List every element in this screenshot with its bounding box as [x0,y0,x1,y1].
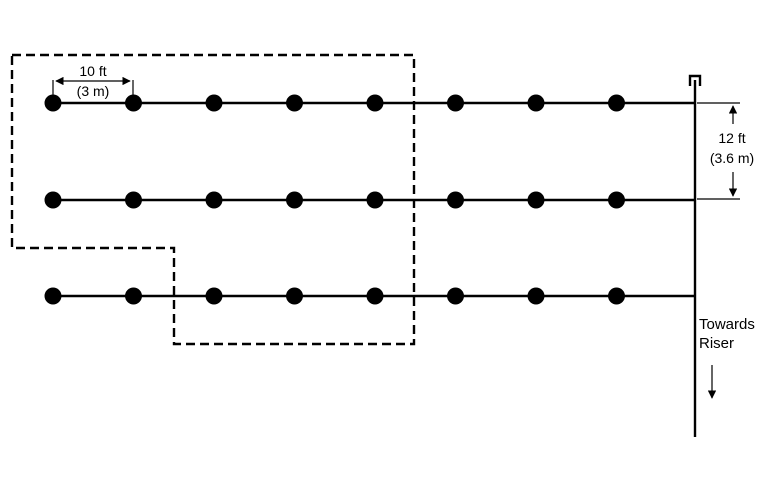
sprinkler-head [125,191,142,209]
sprinkler-head [366,287,384,305]
sprinkler-head [286,191,303,209]
sprinkler-head [447,287,464,305]
sprinkler-head [366,94,384,112]
sprinkler-head [608,191,625,209]
sprinkler-head [44,191,62,209]
sprinkler-head [205,191,223,209]
sprinkler-head [44,287,62,305]
sprinkler-head [527,191,545,209]
sprinkler-head [608,287,625,305]
line-spacing-label-imperial: 12 ft [718,130,745,146]
branch-lines [44,94,695,305]
sprinkler-head [125,287,142,305]
sprinkler-spacing-dimension: 10 ft (3 m) [52,63,134,99]
riser-label-line1: Towards [699,316,755,333]
spacing-label-metric: (3 m) [77,83,110,99]
sprinkler-head [44,94,62,112]
sprinkler-head [125,94,142,112]
sprinkler-head [286,287,303,305]
sprinkler-head [527,287,545,305]
spacing-label-imperial: 10 ft [79,63,106,79]
sprinkler-head [205,287,223,305]
design-area-boundary [10,53,416,346]
cross-main-cap [688,74,702,86]
line-spacing-dimension: 12 ft (3.6 m) [697,102,754,200]
sprinkler-head [608,94,625,112]
sprinkler-head [205,94,223,112]
riser-direction: Towards Riser [699,316,755,399]
riser-label-line2: Riser [699,335,734,352]
sprinkler-head [447,94,464,112]
line-spacing-label-metric: (3.6 m) [710,150,754,166]
sprinkler-head [527,94,545,112]
sprinkler-head [286,94,303,112]
sprinkler-head [447,191,464,209]
sprinkler-head [366,191,384,209]
